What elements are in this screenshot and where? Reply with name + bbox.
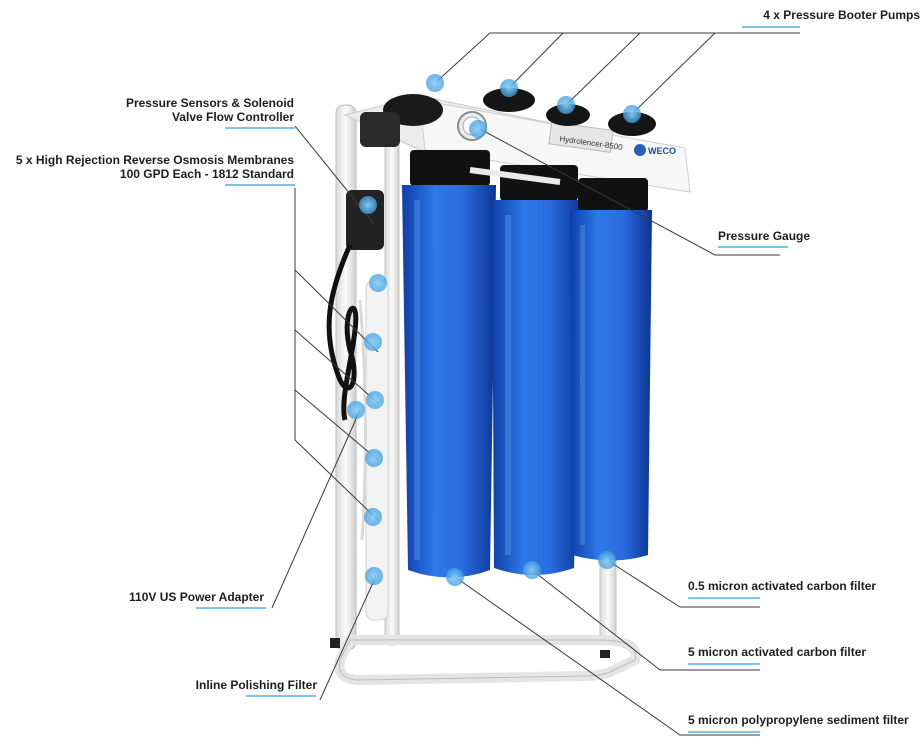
underline-sediment	[688, 731, 760, 733]
label-sensors-line2: Valve Flow Controller	[171, 110, 294, 124]
marker-sediment	[446, 568, 464, 586]
label-membranes-line2: 100 GPD Each - 1812 Standard	[119, 167, 294, 181]
label-sensors-line1: Pressure Sensors & Solenoid	[125, 96, 294, 110]
label-carbon-5: 5 micron activated carbon filter	[688, 645, 867, 659]
filter-housing-carbon-5	[492, 165, 582, 575]
underline-pumps	[742, 26, 800, 28]
leader-lines	[271, 32, 800, 736]
label-carbon-05: 0.5 micron activated carbon filter	[688, 579, 877, 593]
marker-polishing	[365, 567, 383, 585]
marker-carbon-05	[598, 551, 616, 569]
marker-pump-3	[557, 96, 575, 114]
filter-housing-carbon-05	[570, 178, 652, 561]
power-cord	[326, 243, 359, 421]
marker-membrane-5	[364, 508, 382, 526]
label-gauge: Pressure Gauge	[718, 229, 811, 243]
underline-membranes	[225, 184, 295, 186]
underline-power	[196, 607, 266, 609]
underline-polishing	[246, 695, 316, 697]
marker-pump-1	[426, 74, 444, 92]
marker-membrane-3	[366, 391, 384, 409]
label-power: 110V US Power Adapter	[129, 590, 264, 604]
marker-sensors	[359, 196, 377, 214]
marker-pump-4	[623, 105, 641, 123]
marker-gauge	[469, 120, 487, 138]
marker-carbon-5	[523, 561, 541, 579]
label-polishing: Inline Polishing Filter	[195, 678, 317, 692]
filter-housing-sediment	[402, 150, 496, 578]
marker-membrane-2	[364, 333, 382, 351]
brand-logo-text: WECO	[648, 146, 676, 156]
marker-power	[347, 401, 365, 419]
underline-gauge	[718, 246, 788, 248]
underline-carbon-05	[688, 597, 760, 599]
marker-membrane-1	[369, 274, 387, 292]
label-sediment: 5 micron polypropylene sediment filter	[688, 713, 909, 727]
label-pumps: 4 x Pressure Booter Pumps	[763, 8, 920, 22]
top-fitting-pipe	[469, 167, 561, 185]
marker-pump-2	[500, 79, 518, 97]
underline-sensors	[225, 127, 295, 129]
callout-markers	[347, 74, 641, 586]
marker-membrane-4	[365, 449, 383, 467]
label-membranes-line1: 5 x High Rejection Reverse Osmosis Membr…	[15, 153, 294, 167]
underline-carbon-5	[688, 663, 760, 665]
